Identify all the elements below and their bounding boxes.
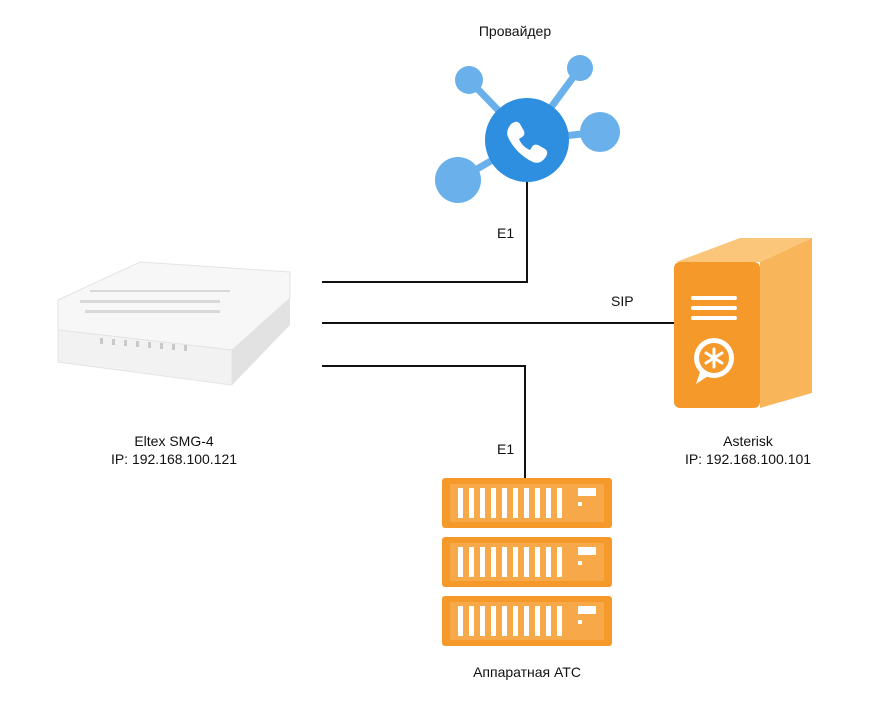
provider-label: Провайдер	[478, 23, 552, 39]
asterisk-ip-label: IP: 192.168.100.101	[684, 451, 812, 467]
sip-link-label: SIP	[611, 293, 634, 309]
asterisk-server-icon	[674, 238, 812, 408]
connections	[322, 170, 676, 478]
smg-ip-label: IP: 192.168.100.121	[110, 451, 238, 467]
gateway-device-icon	[57, 261, 291, 386]
link-smg-provider	[322, 170, 528, 283]
pbx-link-label: E1	[497, 441, 515, 457]
smg-name-label: Eltex SMG-4	[134, 433, 214, 449]
rack-servers-icon	[442, 478, 612, 646]
phone-network-icon	[435, 55, 620, 203]
asterisk-name-label: Asterisk	[723, 433, 773, 449]
phone-handset-icon	[507, 121, 548, 163]
rack-unit-2	[442, 537, 612, 587]
rack-unit-3	[442, 596, 612, 646]
pbx-label: Аппаратная АТС	[473, 664, 581, 680]
link-smg-pbx	[322, 365, 526, 478]
provider-link-label: E1	[497, 225, 515, 241]
rack-unit-1	[442, 478, 612, 528]
